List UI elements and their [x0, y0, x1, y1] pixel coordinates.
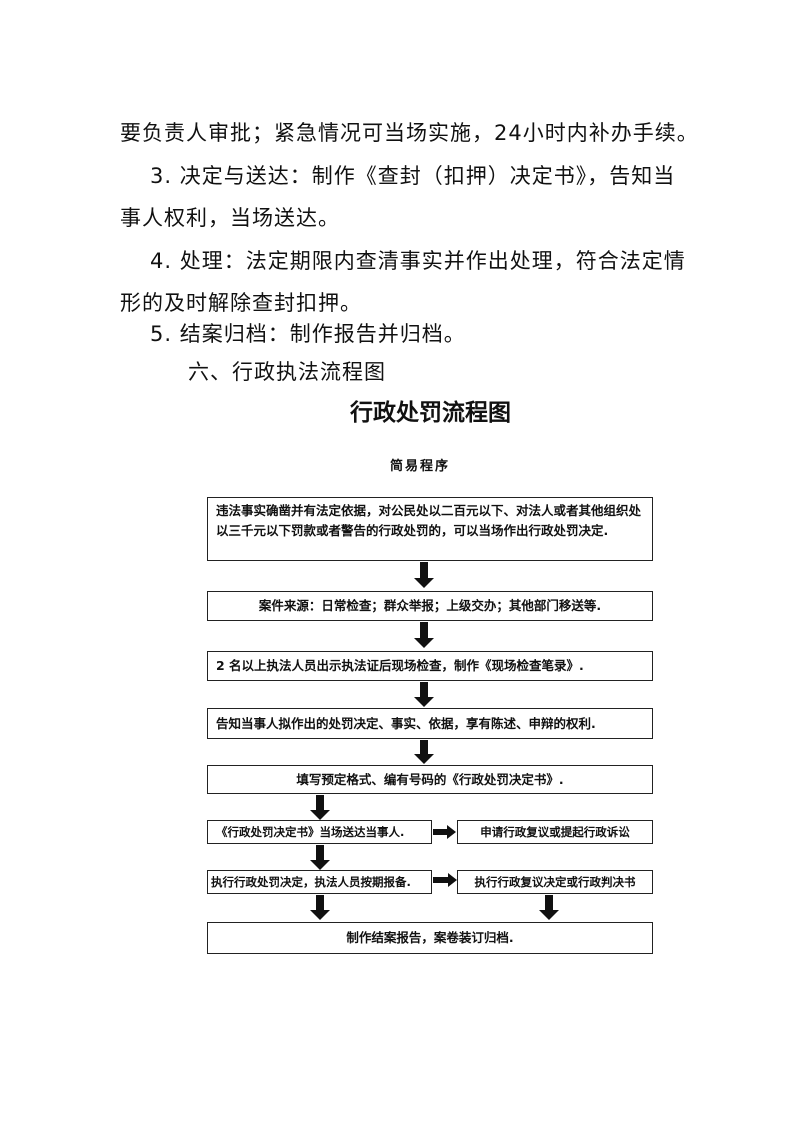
section-heading: 六、行政执法流程图 — [188, 360, 386, 384]
body-line: 4. 处理：法定期限内查清事实并作出处理，符合法定情 — [150, 249, 686, 273]
step-box-execute-review: 执行行政复议决定或行政判决书 — [457, 870, 653, 894]
flowchart-subtitle: 简易程序 — [390, 459, 451, 474]
step-box-close-case: 制作结案报告，案卷装订归档. — [207, 922, 653, 954]
step-box-notify: 告知当事人拟作出的处罚决定、事实、依据，享有陈述、申辩的权利. — [207, 708, 653, 739]
step-box-inspection: 2 名以上执法人员出示执法证后现场检查，制作《现场检查笔录》. — [207, 651, 653, 681]
step-box-deliver: 《行政处罚决定书》当场送达当事人. — [207, 820, 432, 844]
body-line: 形的及时解除查封扣押。 — [120, 291, 362, 315]
step-box-execute: 执行行政处罚决定，执法人员按期报备. — [207, 870, 432, 894]
step-box-condition: 违法事实确凿并有法定依据，对公民处以二百元以下、对法人或者其他组织处以三千元以下… — [207, 497, 653, 561]
body-line: 3. 决定与送达：制作《查封（扣押）决定书》，告知当 — [150, 164, 676, 188]
step-box-appeal: 申请行政复议或提起行政诉讼 — [457, 820, 653, 844]
body-line: 事人权利，当场送达。 — [120, 206, 340, 230]
flowchart-title: 行政处罚流程图 — [350, 400, 511, 426]
body-line: 5. 结案归档：制作报告并归档。 — [150, 322, 466, 346]
body-line: 要负责人审批；紧急情况可当场实施，24小时内补办手续。 — [120, 121, 699, 145]
step-box-source: 案件来源：日常检查；群众举报；上级交办；其他部门移送等. — [207, 591, 653, 621]
step-box-decision-form: 填写预定格式、编有号码的《行政处罚决定书》. — [207, 765, 653, 794]
